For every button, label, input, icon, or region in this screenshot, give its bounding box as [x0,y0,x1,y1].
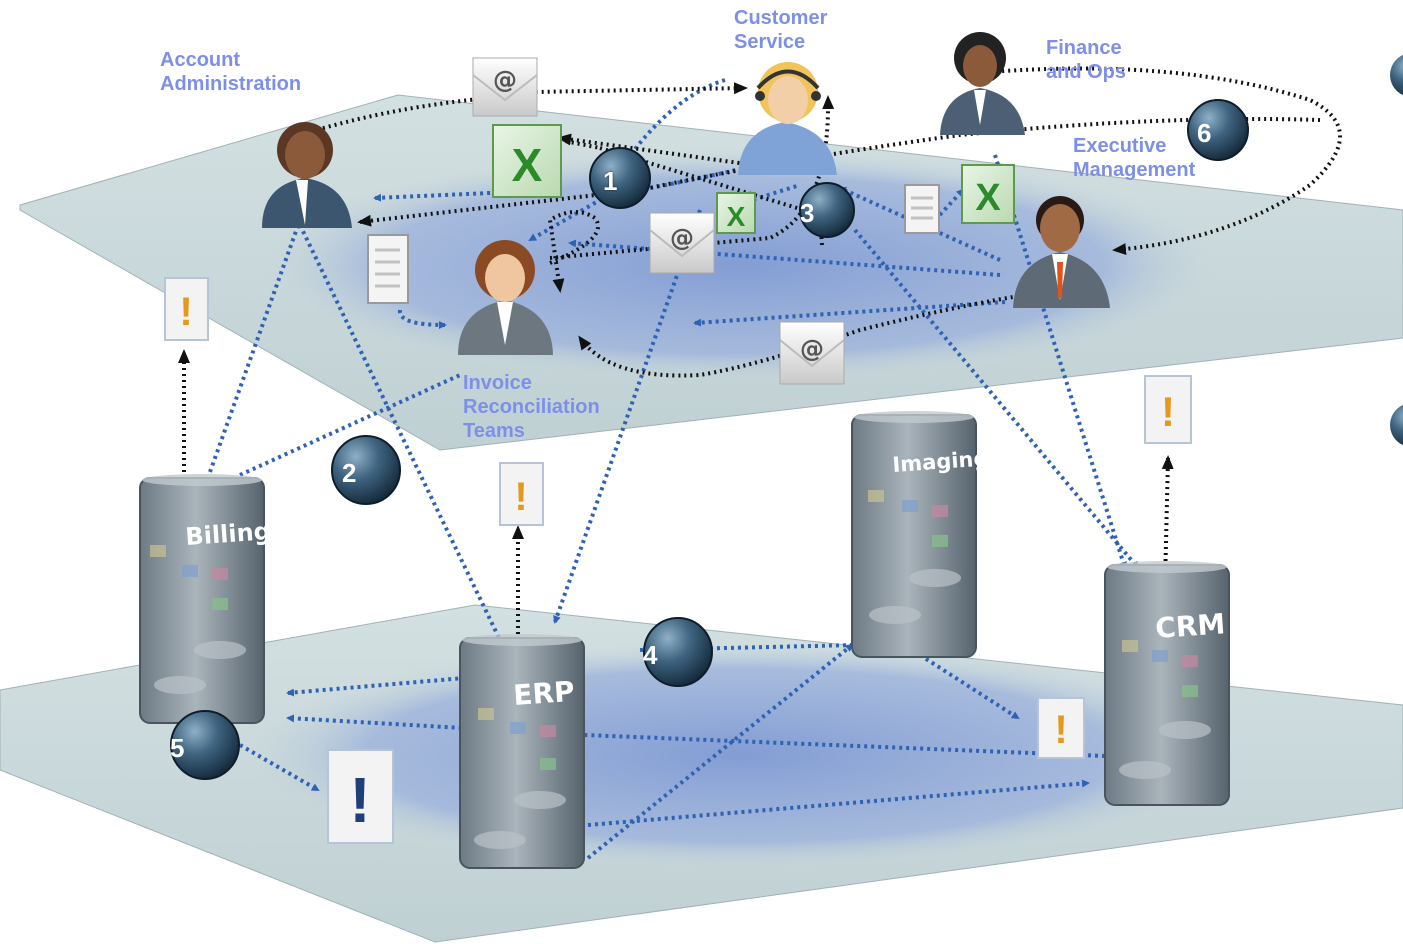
alert-icon-large: ! [327,749,394,844]
step-marker-5: 5 [170,710,240,780]
alert-glyph: ! [514,475,527,519]
account-admin-person-icon [262,122,352,228]
finance-ops-person-icon [940,32,1025,135]
account-admin-label: Account Administration [160,49,302,95]
document-icon [367,234,409,304]
at-symbol: @ [800,335,824,363]
excel-icon: X [961,164,1015,224]
alert-icon: ! [1144,375,1192,444]
alert-glyph: ! [349,764,370,836]
excel-glyph: X [727,201,746,232]
invoice-team-person-icon [458,240,553,355]
at-symbol: @ [493,66,517,94]
step-number-2: 2 [342,458,356,488]
document-icon [904,184,940,234]
email-icon: @ [779,321,845,385]
imaging-server[interactable] [851,411,977,658]
erp-server[interactable] [459,634,585,869]
excel-icon: X [492,124,562,198]
edge-marker [1390,54,1403,96]
step-number-3: 3 [800,198,814,228]
alert-glyph: ! [179,290,192,334]
excel-icon: X [716,192,756,234]
billing-label: Billing [184,517,271,551]
step-number-5: 5 [170,733,184,763]
email-icon: @ [472,57,538,117]
step-marker-4: 4 [643,617,713,687]
excel-glyph: X [512,139,543,191]
invoice-team-label: Invoice Reconciliation Teams [463,372,600,442]
excel-glyph: X [975,177,1001,219]
email-icon: @ [649,212,715,274]
step-marker-3: 3 [799,182,855,238]
alert-glyph: ! [1161,388,1175,435]
step-number-1: 1 [603,166,617,196]
alert-icon: ! [164,277,209,341]
customer-service-label: Customer Service [734,7,828,53]
alert-glyph: ! [1054,708,1067,752]
step-number-4: 4 [643,640,658,670]
erp-label: ERP [512,675,575,712]
customer-service-person-icon [738,62,837,175]
executive-label: Executive Management [1073,135,1196,181]
finance-ops-label: Finance and Ops [1046,37,1127,83]
edge-marker [1390,404,1403,446]
at-symbol: @ [670,224,694,252]
billing-server[interactable] [139,474,265,724]
step-marker-6: 6 [1187,99,1249,161]
step-marker-1: 1 [589,147,651,209]
crm-label: CRM [1154,607,1226,645]
alert-icon: ! [1037,697,1085,759]
step-number-6: 6 [1197,118,1211,148]
executive-person-icon [1013,196,1110,308]
step-marker-2: 2 [331,435,401,505]
crm-server[interactable] [1104,561,1230,806]
alert-icon: ! [499,462,544,526]
